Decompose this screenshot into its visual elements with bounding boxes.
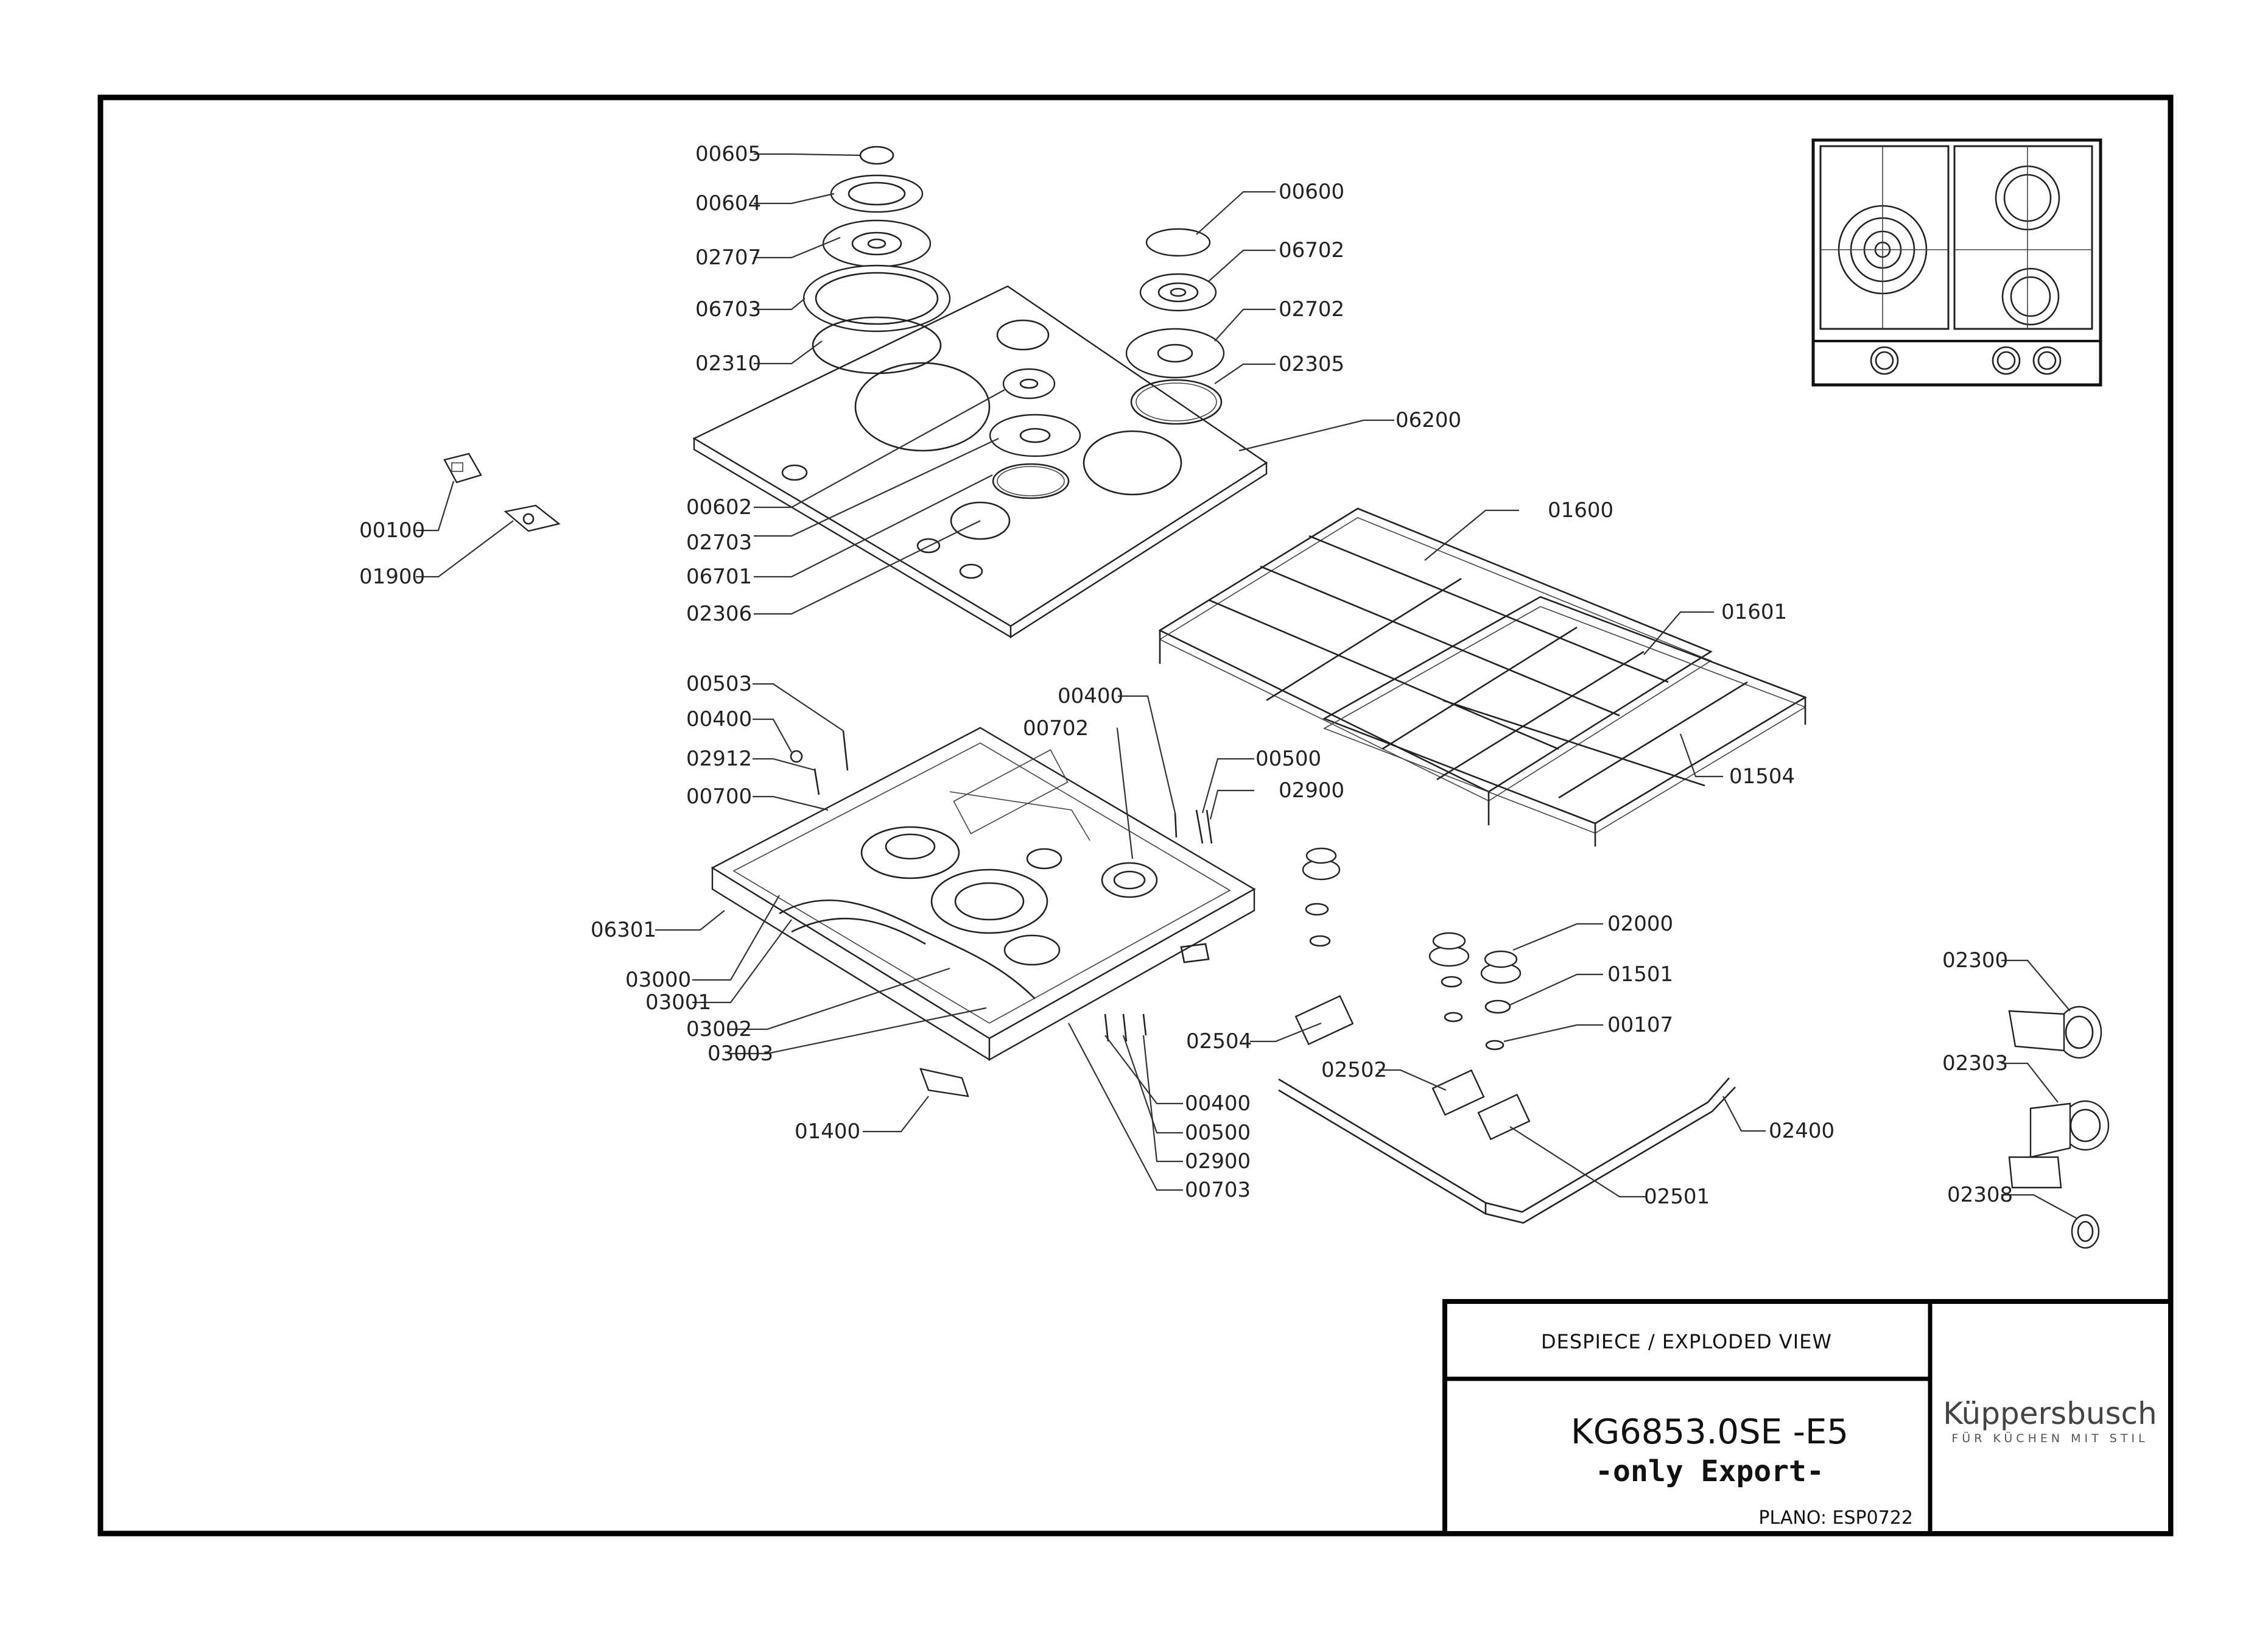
label-00400-c: 00400 — [1185, 1091, 1251, 1116]
label-02900-a: 02900 — [1279, 778, 1344, 803]
label-01600: 01600 — [1548, 498, 1613, 523]
label-02303: 02303 — [1942, 1051, 2008, 1076]
label-06702: 06702 — [1279, 238, 1344, 262]
label-02000: 02000 — [1607, 912, 1673, 936]
hob-top-view-thumbnail — [1811, 138, 2102, 387]
brand-logo: Küppersbusch — [1943, 1396, 2157, 1431]
label-02703: 02703 — [686, 530, 752, 555]
hob-top-plate-drawing — [692, 285, 1268, 639]
label-02702: 02702 — [1279, 297, 1344, 322]
label-00400-a: 00400 — [686, 707, 752, 731]
drawing-frame — [97, 94, 2174, 1537]
leader-lines — [416, 153, 2077, 1219]
small-bracket-parts — [443, 453, 561, 532]
label-06701: 06701 — [686, 565, 752, 589]
label-06301: 06301 — [591, 918, 656, 942]
label-03003: 03003 — [707, 1041, 773, 1066]
label-06703: 06703 — [695, 297, 761, 322]
label-02502: 02502 — [1321, 1058, 1387, 1082]
knobs-and-valves — [1294, 847, 1531, 1141]
pan-support-grids — [1158, 507, 1807, 847]
label-00602: 00602 — [686, 495, 752, 519]
burner-stack-large — [802, 146, 951, 375]
burner-stack-right — [1125, 228, 1225, 425]
export-note: -only Export- — [1595, 1454, 1824, 1488]
label-02305: 02305 — [1279, 352, 1344, 376]
label-00500-b: 00500 — [1185, 1121, 1251, 1145]
label-02707: 02707 — [695, 245, 761, 270]
label-02900-b: 02900 — [1185, 1149, 1251, 1174]
label-00605: 00605 — [695, 142, 761, 166]
label-00100: 00100 — [359, 518, 425, 543]
label-02504: 02504 — [1186, 1029, 1252, 1054]
brand-tagline: FÜR KÜCHEN MIT STIL — [1951, 1431, 2148, 1445]
label-00700: 00700 — [686, 784, 752, 809]
label-00400-b: 00400 — [1058, 684, 1123, 708]
label-00600: 00600 — [1279, 180, 1344, 204]
label-00703: 00703 — [1185, 1178, 1251, 1202]
label-02310: 02310 — [695, 351, 761, 376]
label-00500-a: 00500 — [1255, 747, 1321, 771]
model-number: KG6853.0SE -E5 — [1571, 1412, 1848, 1452]
label-06200: 06200 — [1396, 408, 1461, 432]
label-02912: 02912 — [686, 747, 752, 771]
ignition-small-parts — [790, 730, 1213, 1097]
part-number-labels: 00605 00604 02707 06703 02310 00600 0670… — [359, 142, 2013, 1209]
title-block-heading: DESPIECE / EXPLODED VIEW — [1541, 1330, 1832, 1353]
label-01601: 01601 — [1721, 600, 1787, 624]
title-block: DESPIECE / EXPLODED VIEW KG6853.0SE -E5 … — [1442, 1299, 2173, 1536]
label-01400: 01400 — [795, 1119, 860, 1144]
label-02300: 02300 — [1942, 948, 2008, 973]
label-00702: 00702 — [1023, 716, 1089, 741]
label-01504: 01504 — [1729, 764, 1795, 789]
label-00503: 00503 — [686, 672, 752, 696]
burner-stack-center — [989, 368, 1081, 499]
label-00107: 00107 — [1607, 1013, 1673, 1037]
label-02308: 02308 — [1947, 1183, 2013, 1207]
label-02501: 02501 — [1644, 1185, 1710, 1209]
plan-number: PLANO: ESP0722 — [1758, 1507, 1913, 1529]
gas-inlet-fittings — [2008, 1005, 2110, 1249]
label-03000: 03000 — [625, 968, 691, 992]
label-01501: 01501 — [1607, 962, 1673, 987]
label-00604: 00604 — [695, 191, 761, 216]
label-03002: 03002 — [686, 1017, 752, 1041]
label-02306: 02306 — [686, 602, 752, 626]
label-03001: 03001 — [645, 990, 711, 1015]
gas-rail — [1278, 1077, 1736, 1224]
bottom-tray-assembly — [711, 727, 1256, 1062]
label-02400: 02400 — [1769, 1119, 1834, 1143]
label-01900: 01900 — [359, 565, 425, 589]
